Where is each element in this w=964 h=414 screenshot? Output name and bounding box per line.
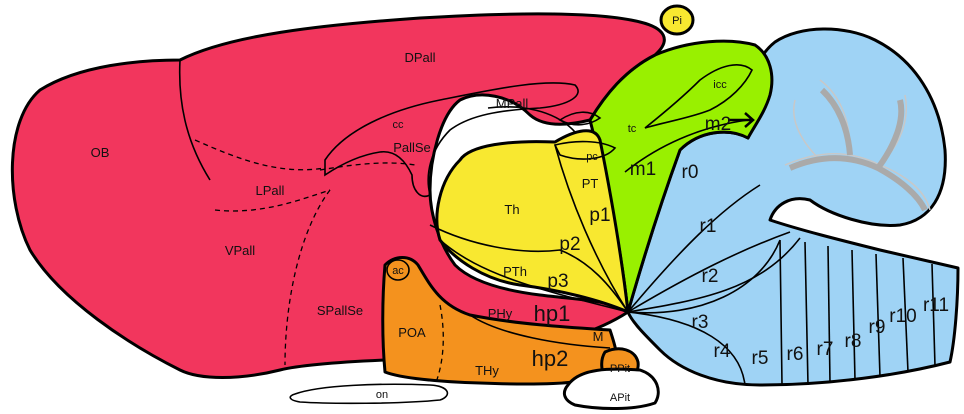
hippocampal-gray [558, 111, 602, 126]
label-hp1: hp1 [534, 301, 571, 326]
label-m: M [593, 329, 604, 344]
label-icc: icc [713, 79, 727, 91]
m1-m2-boundary [624, 119, 749, 173]
mpall-subregion [487, 106, 576, 133]
label-p2: p2 [559, 234, 580, 255]
posterior-commissure [553, 140, 617, 160]
label-tc: tc [628, 123, 637, 135]
label-r0: r0 [682, 162, 699, 183]
label-cc: cc [393, 119, 405, 131]
label-phy: PHy [488, 306, 513, 321]
label-spallse: SPallSe [317, 303, 363, 318]
label-r2: r2 [702, 266, 719, 287]
label-hp2: hp2 [532, 346, 569, 371]
label-r1: r1 [700, 216, 717, 237]
pineal-gland [659, 4, 695, 36]
label-m2: m2 [705, 114, 731, 135]
label-pth: PTh [503, 264, 527, 279]
label-ppit: PPit [610, 363, 630, 375]
m2-arrow [728, 112, 755, 128]
label-r10: r10 [889, 306, 916, 327]
label-on: on [376, 389, 388, 401]
cerebellum-white-matter [784, 79, 931, 211]
label-r5: r5 [752, 348, 769, 369]
label-pc: pc [586, 151, 598, 163]
label-apit: APit [610, 392, 630, 404]
label-pt: PT [582, 176, 599, 191]
label-r8: r8 [845, 331, 862, 352]
label-mpall: MPall [496, 96, 529, 111]
optic-nerve [289, 383, 449, 405]
label-r4: r4 [714, 341, 731, 362]
pallial-subdivision-lines [194, 139, 416, 366]
label-thy: THy [475, 363, 499, 378]
anterior-commissure [386, 259, 410, 281]
label-r11: r11 [923, 295, 949, 316]
icc-tract [644, 64, 753, 129]
label-poa: POA [398, 325, 426, 340]
label-ob: OB [91, 145, 110, 160]
label-lpall: LPall [256, 183, 285, 198]
ob-boundary [178, 59, 211, 181]
cerebellum-fissures [788, 87, 928, 212]
anterior-pituitary [562, 367, 660, 410]
label-th: Th [504, 202, 519, 217]
label-pallse: PallSe [393, 140, 431, 155]
label-m1: m1 [630, 159, 656, 180]
label-ac: ac [392, 265, 404, 277]
label-p3: p3 [547, 271, 568, 292]
label-p1: p1 [589, 205, 610, 226]
hp1-hp2-boundary [469, 314, 611, 349]
label-vpall: VPall [225, 243, 255, 258]
rhombomere-boundaries [627, 184, 936, 386]
corpus-callosum [324, 82, 579, 197]
label-dpall: DPall [404, 50, 435, 65]
label-pi: Pi [672, 15, 682, 27]
label-r6: r6 [787, 344, 804, 365]
diencephalic-boundaries [429, 144, 629, 313]
label-r9: r9 [869, 317, 886, 338]
poa-boundary [434, 304, 444, 386]
label-r7: r7 [817, 339, 834, 360]
label-r3: r3 [692, 312, 709, 333]
